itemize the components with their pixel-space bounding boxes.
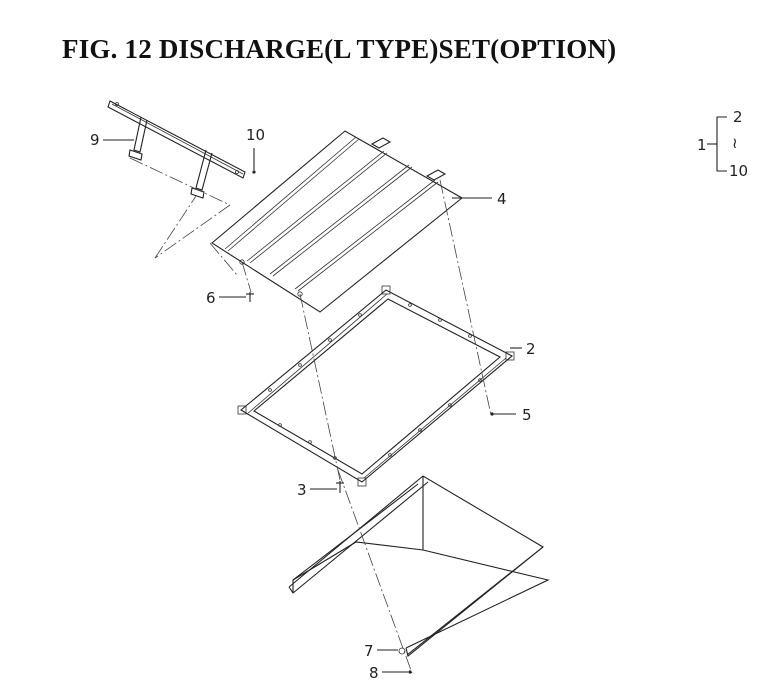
discharge-chute <box>288 475 550 657</box>
legend-range-start: 2 <box>733 108 743 126</box>
callout-2: 2 <box>526 340 536 358</box>
alignment-lines <box>129 157 492 674</box>
callout-10: 10 <box>246 126 265 144</box>
callout-4: 4 <box>497 190 507 208</box>
cover-plate <box>211 130 463 313</box>
callout-8: 8 <box>369 664 379 682</box>
legend-parent-number: 1 <box>697 136 707 154</box>
legend-range-end: 10 <box>729 162 748 180</box>
callout-leaders <box>103 139 522 674</box>
figure-title: FIG. 12 DISCHARGE(L TYPE)SET(OPTION) <box>62 34 617 64</box>
assembly-legend: 1 2 ≀ 10 <box>697 108 748 180</box>
callout-labels: 9 10 4 6 2 5 3 7 8 <box>90 126 536 682</box>
callout-5: 5 <box>522 406 532 424</box>
callout-9: 9 <box>90 131 100 149</box>
fastener-6 <box>246 292 254 302</box>
callout-3: 3 <box>297 481 307 499</box>
callout-6: 6 <box>206 289 216 307</box>
callout-7: 7 <box>364 642 374 660</box>
legend-range-symbol: ≀ <box>732 134 738 152</box>
support-bracket <box>107 100 246 199</box>
frame <box>237 285 515 487</box>
